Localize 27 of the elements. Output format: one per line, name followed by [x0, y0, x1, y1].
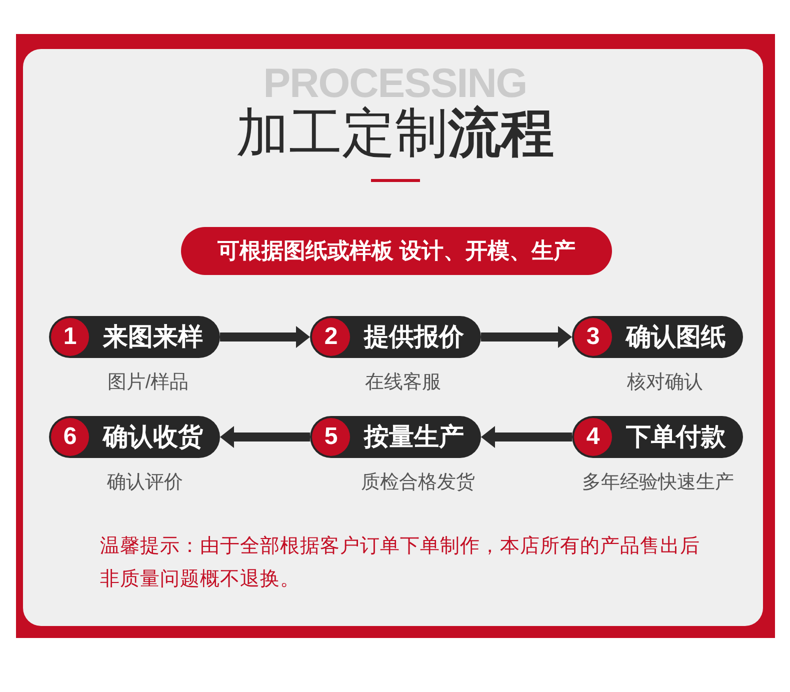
step-number: 4 [574, 418, 612, 456]
step-number: 6 [51, 418, 89, 456]
step-pill [572, 416, 743, 458]
step-pill [572, 316, 743, 358]
step-caption: 确认评价 [107, 473, 183, 492]
step-caption: 核对确认 [627, 373, 703, 392]
title: 加工定制流程 [236, 107, 554, 160]
step-pill [49, 316, 220, 358]
step-title: 按量生产 [364, 422, 464, 453]
step-caption: 图片/样品 [107, 373, 189, 392]
step-caption: 质检合格发货 [361, 473, 475, 492]
step-title: 确认图纸 [626, 322, 726, 353]
banner: 可根据图纸或样板 设计、开模、生产 [181, 227, 612, 275]
step-number: 1 [51, 318, 89, 356]
step-title: 来图来样 [103, 322, 203, 353]
step-number: 2 [312, 318, 350, 356]
step-title: 下单付款 [626, 422, 726, 453]
step-title: 提供报价 [364, 322, 464, 353]
notice-text: 温馨提示：由于全部根据客户订单下单制作，本店所有的产品售出后非质量问题概不退换。 [100, 534, 701, 592]
step-caption: 多年经验快速生产 [582, 473, 734, 492]
step-title: 确认收货 [103, 422, 203, 453]
step-pill [49, 416, 220, 458]
step-pill [310, 416, 481, 458]
step-number: 5 [312, 418, 350, 456]
step-caption: 在线客服 [365, 373, 441, 392]
step-pill [310, 316, 481, 358]
step-number: 3 [574, 318, 612, 356]
